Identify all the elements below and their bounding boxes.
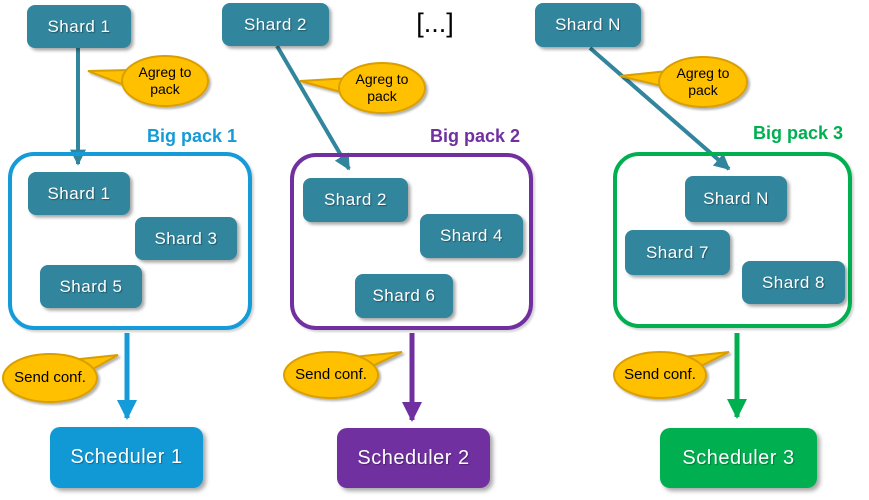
pack-1-shard-5: Shard 5 [40, 265, 142, 308]
send-bubble-3-shape [613, 351, 730, 399]
send-bubble-2-shape [283, 351, 403, 399]
agreg-bubble-2-label: Agreg to pack [355, 70, 409, 105]
shard-box-top-2: Shard 2 [222, 3, 329, 46]
pack-3-shard-7: Shard 7 [625, 230, 730, 275]
pack-2-title: Big pack 2 [430, 126, 521, 146]
pack-2-shard-6: Shard 6 [355, 274, 453, 318]
arrow-shard2-to-pack2 [275, 44, 351, 171]
agreg-bubble-3-label: Agreg to pack [676, 64, 730, 99]
agreg-bubble-2-shape [299, 62, 426, 114]
send-bubble-2-label: Send conf. [295, 365, 367, 383]
pack-1-shard-1: Shard 1 [28, 172, 130, 215]
send-bubble-3-label: Send conf. [624, 365, 696, 383]
pack-3-container [613, 152, 852, 328]
pack-3-title: Big pack 3 [753, 123, 844, 143]
arrow-shardN-to-pack3 [588, 46, 731, 171]
ellipsis-label: [...] [416, 8, 454, 38]
pack-2-shard-4: Shard 4 [420, 214, 523, 258]
pack-1-title: Big pack 1 [147, 126, 238, 146]
pack-3-shard-n: Shard N [685, 176, 787, 222]
send-bubble-1-shape [2, 353, 119, 403]
pack-1-shard-3: Shard 3 [135, 217, 237, 260]
scheduler-3-box: Scheduler 3 [660, 428, 817, 488]
scheduler-2-box: Scheduler 2 [337, 428, 490, 488]
pack-2-shard-2: Shard 2 [303, 178, 408, 222]
agreg-bubble-3-shape [619, 56, 748, 108]
pack-1-container [8, 152, 252, 330]
send-bubble-1-label: Send conf. [14, 368, 86, 386]
pack-2-container [290, 153, 533, 330]
agreg-bubble-1-shape [87, 55, 209, 107]
agreg-bubble-1-label: Agreg to pack [138, 63, 192, 98]
scheduler-1-box: Scheduler 1 [50, 427, 203, 488]
pack-3-shard-8: Shard 8 [742, 261, 845, 304]
shard-box-top-n: Shard N [535, 3, 641, 47]
shard-box-top-1: Shard 1 [27, 5, 131, 48]
